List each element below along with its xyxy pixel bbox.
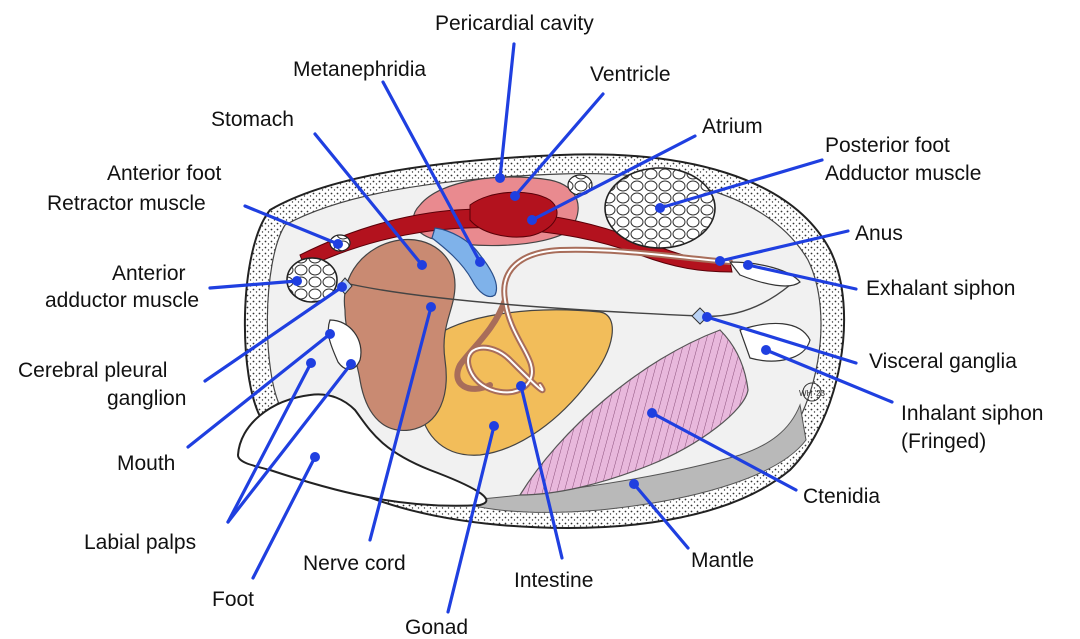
label-stomach: Stomach: [211, 108, 294, 131]
label-fringed: (Fringed): [901, 430, 986, 453]
label-exhalant-siphon: Exhalant siphon: [866, 277, 1015, 300]
label-anterior: Anterior: [112, 262, 186, 285]
label-ventricle: Ventricle: [590, 63, 671, 86]
label-gonad: Gonad: [405, 616, 468, 639]
label-ganglion: ganglion: [107, 387, 186, 410]
label-metanephridia: Metanephridia: [293, 58, 426, 81]
label-posterior-foot: Posterior foot: [825, 134, 950, 157]
label-cerebral-pleural: Cerebral pleural: [18, 359, 167, 382]
signature-text: WH '23: [799, 389, 826, 398]
label-ctenidia: Ctenidia: [803, 485, 880, 508]
label-atrium: Atrium: [702, 115, 763, 138]
label-anterior-foot: Anterior foot: [107, 162, 222, 185]
label-labial-palps: Labial palps: [84, 531, 196, 554]
label-inhalant-siphon: Inhalant siphon: [901, 402, 1043, 425]
label-mouth: Mouth: [117, 452, 175, 475]
label-intestine: Intestine: [514, 569, 593, 592]
label-adductor-muscle: adductor muscle: [45, 289, 199, 312]
label-foot: Foot: [212, 588, 254, 611]
label-nerve-cord: Nerve cord: [303, 552, 406, 575]
label-pericardial-cavity: Pericardial cavity: [435, 12, 594, 35]
label-mantle: Mantle: [691, 549, 754, 572]
label-retractor-muscle: Retractor muscle: [47, 192, 206, 215]
label-posterior-adductor: Adductor muscle: [825, 162, 981, 185]
label-anus: Anus: [855, 222, 903, 245]
label-visceral-ganglia: Visceral ganglia: [869, 350, 1017, 373]
